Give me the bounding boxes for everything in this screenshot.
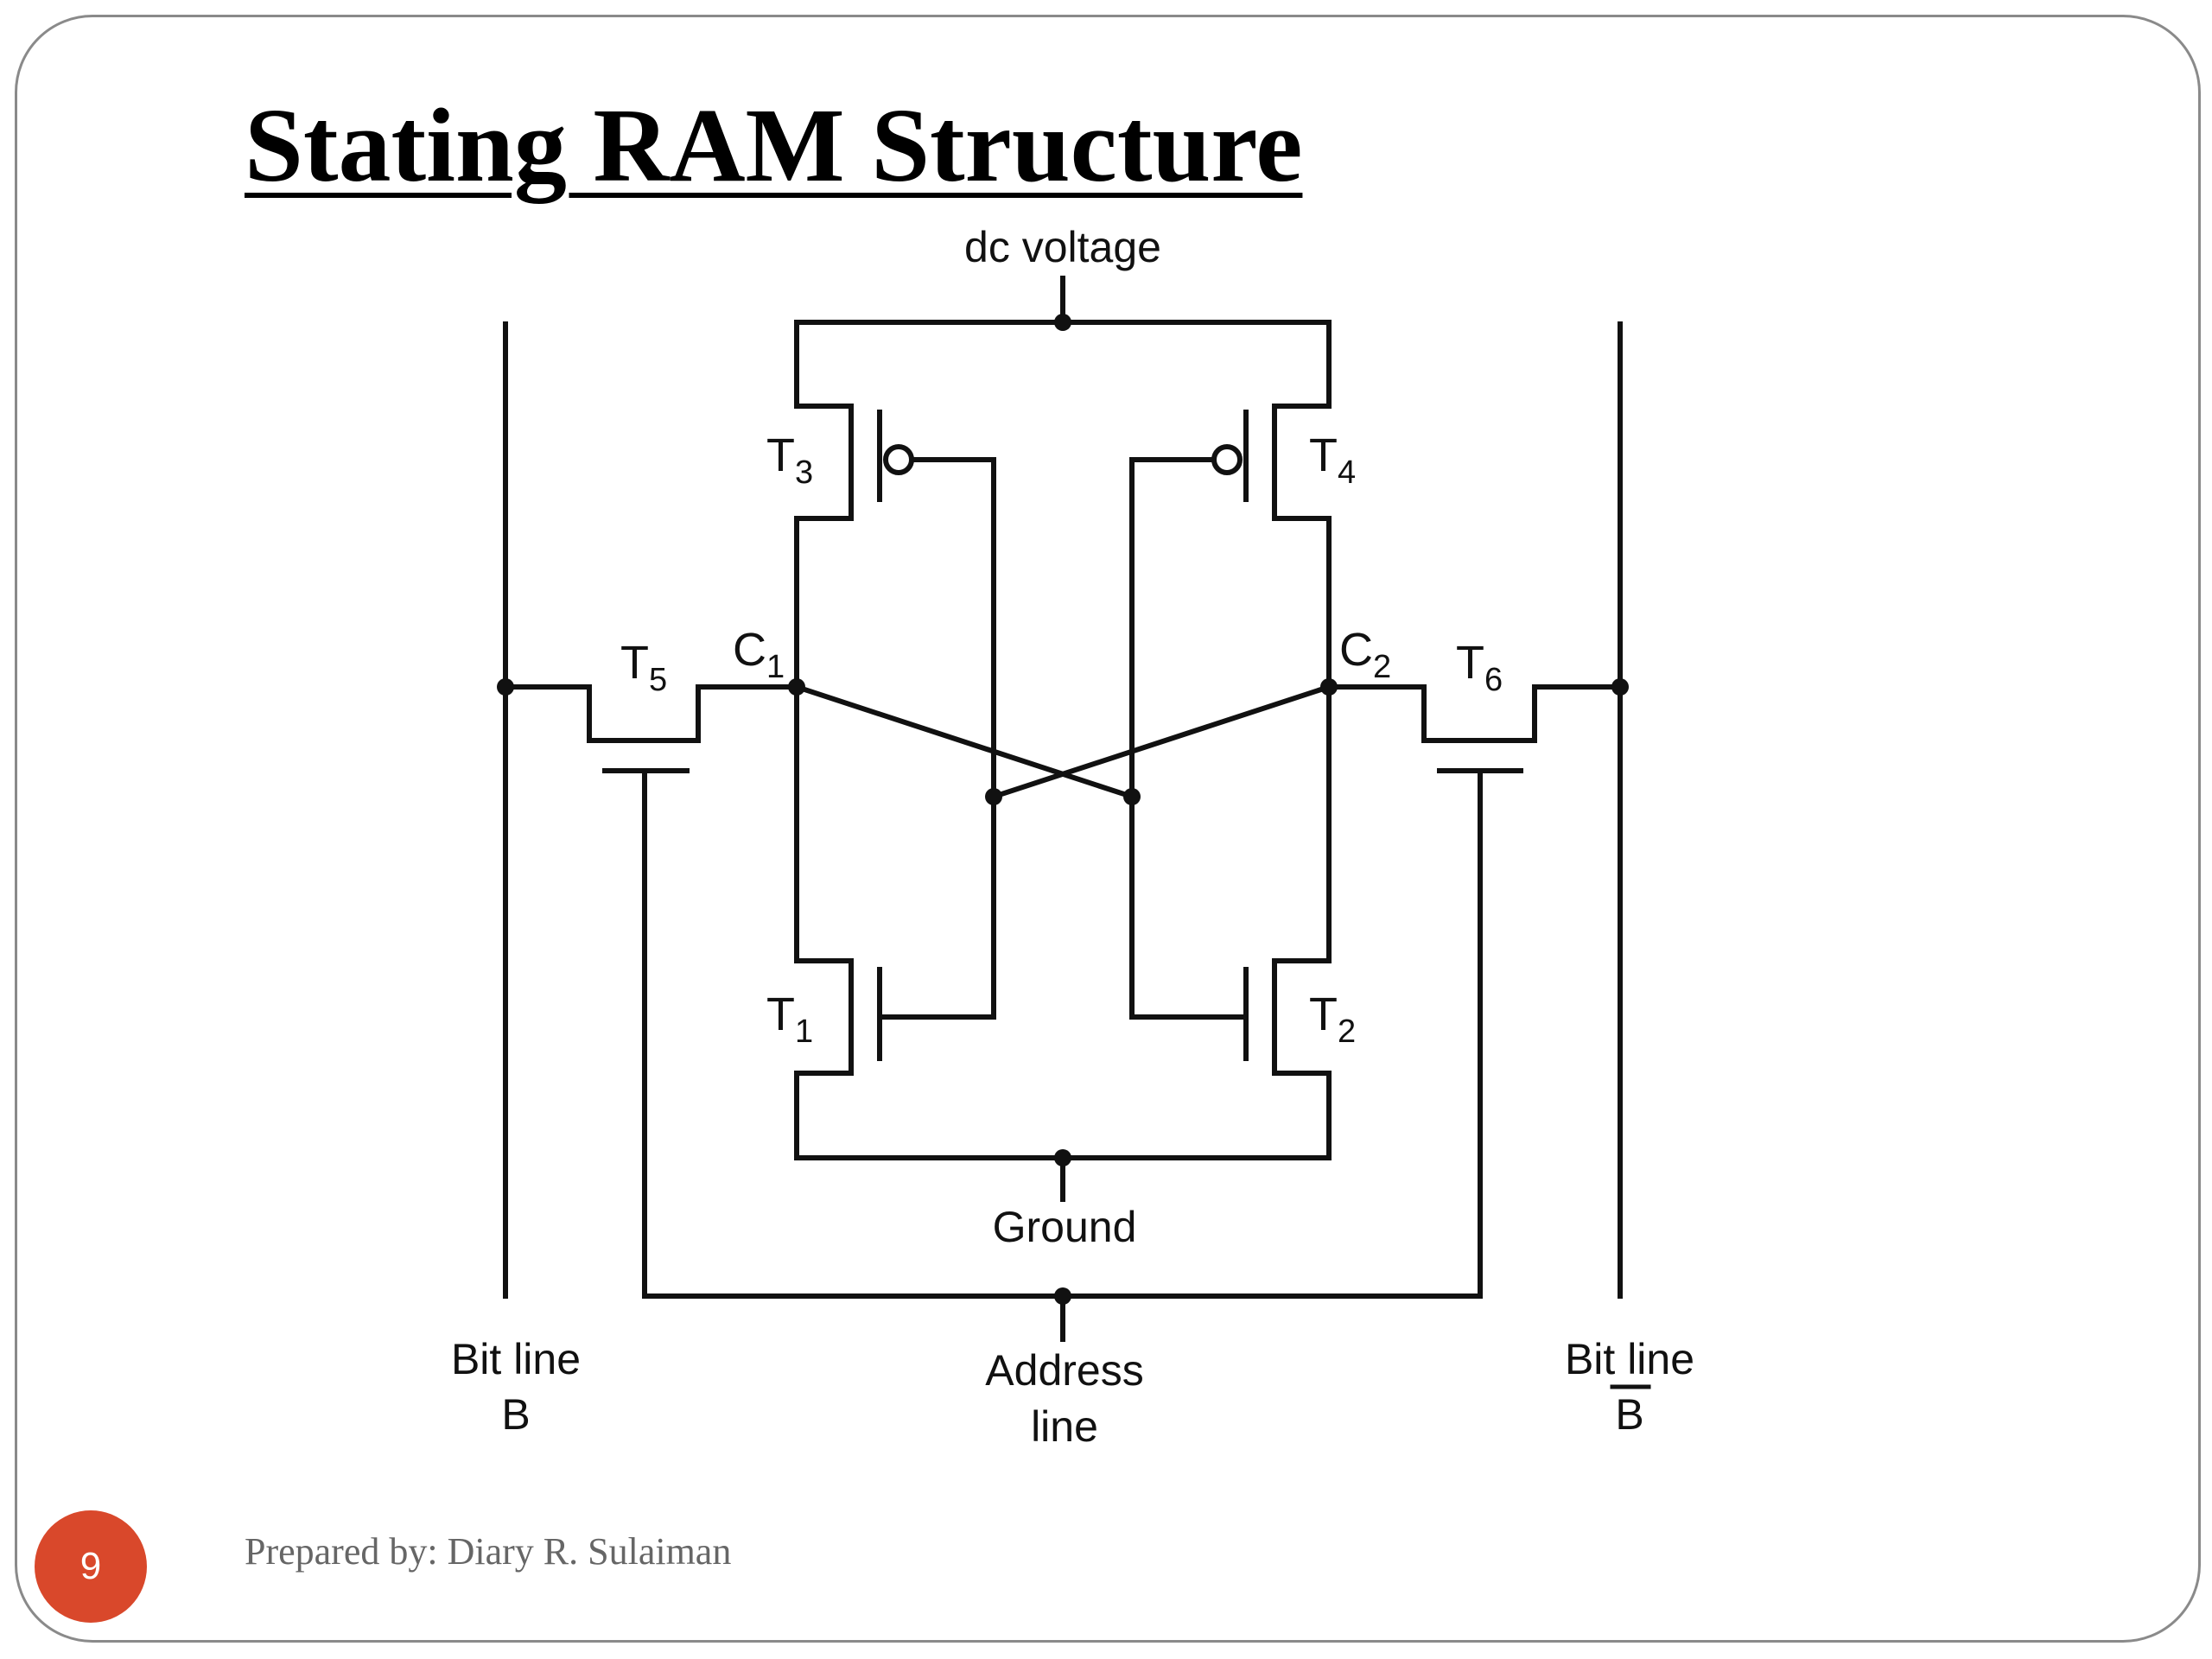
t6-channel [1326,684,1623,743]
bit-line-right-label-1: Bit line [1565,1335,1694,1383]
junction-bit-right [1611,678,1629,696]
t2-drain-source [1272,684,1332,1160]
address-line-label-1: Address [985,1346,1143,1395]
transistor-label-t6: T6 [1456,637,1503,698]
bit-line-left-label-1: Bit line [451,1335,581,1383]
transistor-label-t1: T1 [766,988,813,1050]
t5-channel [503,684,799,743]
transistor-label-t5: T5 [620,637,667,698]
transistor-label-t2: T2 [1309,988,1356,1050]
junction-c1 [788,678,805,696]
cross-wire-c1 [793,683,1135,800]
slide-title: Stating RAM Structure [245,87,1303,204]
bit-line-right-label-2: B [1615,1390,1643,1439]
junction-c2 [1320,678,1338,696]
ground-label: Ground [993,1203,1137,1251]
t3-gate-wire [909,457,996,799]
node-label-c2: C2 [1339,624,1391,685]
node-label-c1: C1 [733,624,785,685]
junction-bit-left [497,678,514,696]
t3-gate-bubble [883,444,914,475]
footer-credit: Prepared by: Diary R. Sulaiman [245,1530,732,1573]
t2-gate-wire [1129,794,1249,1020]
t3-drain-source [794,320,854,698]
page-number-badge: 9 [35,1510,147,1623]
t4-drain-source [1272,320,1332,690]
t1-drain-source [794,684,854,1160]
slide-frame [15,15,2201,1643]
address-line-label-2: line [1031,1402,1098,1451]
t4-gate-bubble [1211,444,1243,475]
t1-gate-wire [877,794,996,1020]
junction-ground [1054,1149,1071,1166]
t4-gate-wire [1129,457,1217,799]
junction-supply [1054,314,1071,331]
transistor-label-t3: T3 [766,429,813,491]
bit-line-left-label-2: B [501,1390,530,1439]
supply-label: dc voltage [964,223,1161,271]
junction-address [1054,1287,1071,1305]
transistor-label-t4: T4 [1309,429,1356,491]
junction-cross-right [1123,788,1141,805]
cross-wire-c2 [990,683,1332,800]
junction-cross-left [985,788,1002,805]
